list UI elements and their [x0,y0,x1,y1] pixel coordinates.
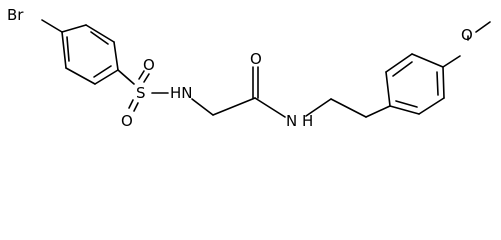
bromophenyl-ring [61,24,119,85]
sulfur-atom-label: S [136,84,146,102]
methoxyphenyl-ring [385,53,445,115]
bond-o-ch3 [475,21,491,33]
bond-ch2-ring [365,105,391,118]
carbonyl-oxygen-label: O [250,50,262,68]
bond-n-ch2 [191,98,214,116]
bond-ch2-ch2 [330,98,367,118]
bond-ch2-carbonyl [212,97,256,116]
bond-ring-o [442,55,461,68]
bond-carbonyl-n [254,97,286,118]
amide-nh-label: N H [286,112,313,130]
bond-n-ch2 [305,98,332,117]
bromine-atom-label: Br [7,6,24,24]
bond-ring-s [117,69,135,85]
sulfonamide-nh-label: HN [170,84,193,102]
sulfonyl-oxygen-bottom-label: O [121,112,133,130]
carbonyl-double-bond [252,66,259,99]
chemical-structure-diagram: Br S O O HN O N H O [7,6,491,130]
methoxy-oxygen-label: O [461,26,473,44]
bond-c-br [41,19,63,33]
sulfonyl-oxygen-top-label: O [143,56,155,74]
sulfonyl-double-bonds [128,70,150,112]
